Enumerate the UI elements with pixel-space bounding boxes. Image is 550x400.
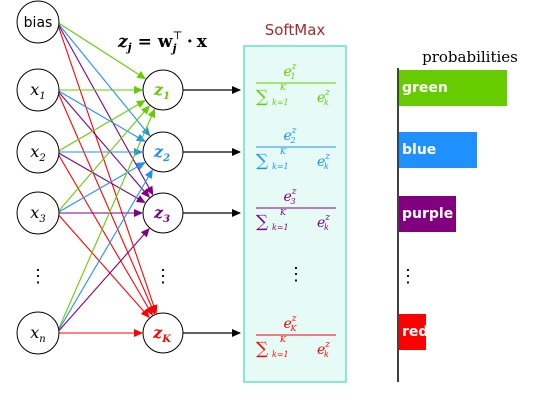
probability-bar-blue	[399, 132, 477, 168]
softmax-sum-symbol: ∑	[256, 212, 268, 232]
input-node-label: bias	[24, 15, 53, 31]
connection-line	[56, 151, 153, 316]
input-node-label: x2	[30, 142, 45, 164]
softmax-sum-symbol: ∑	[256, 339, 268, 359]
softmax-title: SoftMax	[265, 21, 326, 39]
output-node-label: z3	[153, 203, 170, 225]
probability-bar-purple	[399, 196, 456, 232]
input-node	[16, 311, 60, 355]
input-node	[16, 0, 60, 44]
probabilities-title: probabilities	[422, 48, 518, 66]
connection-lines	[56, 21, 158, 337]
input-node-label: x3	[30, 203, 45, 225]
probability-bars: green blue purple red ⋮	[399, 70, 507, 350]
softmax-ellipsis: ⋮	[287, 264, 305, 285]
connection-line	[56, 89, 150, 198]
connection-line	[56, 169, 153, 334]
input-ellipsis: ⋮	[29, 266, 47, 287]
probabilities-ellipsis: ⋮	[399, 266, 417, 287]
input-node	[16, 68, 60, 112]
softmax-sum-lower: k=1	[272, 162, 289, 171]
output-node-label: z2	[153, 142, 170, 164]
input-layer: bias x1 x2 x3 ⋮ xn	[16, 0, 60, 355]
input-node-label: xn	[30, 323, 45, 345]
output-layer: z1 z2 z3 ⋮ zK	[142, 69, 184, 354]
probability-bar-red	[399, 314, 426, 350]
softmax-sum-lower: k=1	[272, 223, 289, 232]
output-node-label: z1	[153, 80, 170, 102]
connection-line	[56, 100, 146, 153]
connection-line	[56, 89, 146, 142]
softmax-sum-upper: K	[279, 147, 287, 156]
probability-bar-label: blue	[402, 142, 436, 158]
connection-line	[56, 21, 158, 315]
connection-line	[56, 161, 146, 214]
softmax-sum-upper: K	[279, 208, 287, 217]
equation-header: zj=wj⊤·x	[117, 29, 208, 55]
softmax-sum-lower: k=1	[272, 350, 289, 359]
probability-bar-green	[399, 70, 507, 106]
connection-line	[56, 89, 156, 315]
softmax-sum-symbol: ∑	[256, 151, 268, 171]
connection-line	[56, 21, 151, 137]
input-node-label: x1	[30, 80, 45, 102]
output-arrows	[183, 86, 241, 337]
probability-bar-label: red	[402, 324, 428, 340]
connection-line	[56, 21, 147, 80]
probability-bar-label: purple	[402, 206, 453, 222]
output-node-label: zK	[152, 323, 172, 345]
connection-line	[56, 108, 156, 334]
softmax-sum-lower: k=1	[272, 98, 289, 107]
probability-bar-label: green	[402, 80, 448, 96]
connection-line	[56, 227, 150, 334]
input-node	[16, 191, 60, 235]
output-node	[142, 312, 184, 354]
softmax-sum-upper: K	[279, 83, 287, 92]
softmax-sum-symbol: ∑	[256, 87, 268, 107]
softmax-sum-upper: K	[279, 335, 287, 344]
output-ellipsis: ⋮	[154, 266, 172, 287]
input-node	[16, 130, 60, 174]
softmax-box	[243, 45, 347, 383]
connection-line	[56, 105, 150, 214]
connection-line	[56, 151, 146, 204]
connection-line	[56, 212, 150, 319]
